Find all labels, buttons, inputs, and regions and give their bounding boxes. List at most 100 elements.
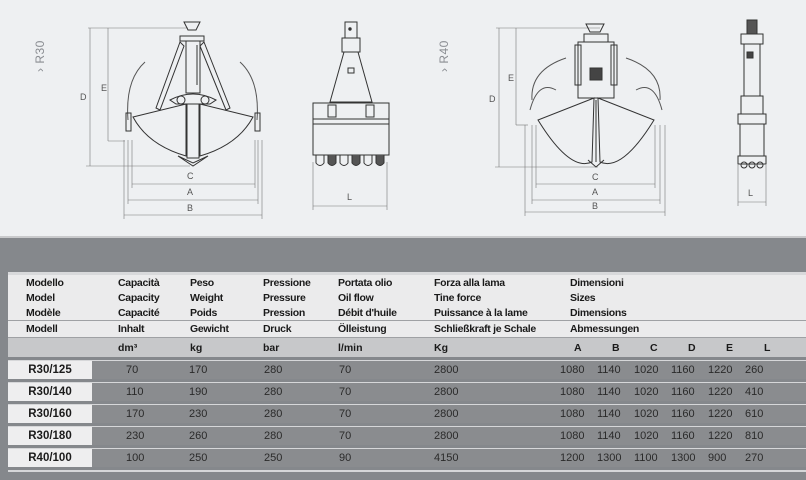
header-capacity: Capacité (118, 306, 160, 319)
dim-label-a-r40: A (592, 187, 599, 197)
dim-d-cell: 1160 (671, 408, 695, 420)
table-bottom-rule (8, 470, 806, 472)
technical-drawings: › R30 › R40 (0, 0, 806, 234)
pressure-cell: 280 (264, 408, 283, 420)
weight-cell: 250 (189, 452, 208, 464)
dim-e-cell: 1220 (708, 430, 733, 442)
specs-table: Modello Capacità Peso Pressione Portata … (8, 272, 806, 472)
header-pressure: Pression (263, 306, 305, 319)
dim-label-b-r40: B (592, 201, 599, 211)
dim-l-cell: 610 (745, 408, 764, 420)
weight-cell: 260 (189, 430, 208, 442)
dim-l-cell: 270 (745, 452, 764, 464)
header-dimensions: Abmessungen (570, 323, 640, 335)
header-model: Modello (26, 276, 64, 289)
weight-cell: 170 (189, 364, 208, 376)
header-row-english: Model Capacity Weight Pressure Oil flow … (8, 290, 806, 305)
dim-d-cell: 1160 (671, 364, 695, 376)
model-cell: R30/125 (8, 361, 92, 379)
tine-force-cell: 4150 (434, 452, 459, 464)
weight-cell: 190 (189, 386, 208, 398)
capacity-cell: 70 (126, 364, 139, 376)
oil-flow-cell: 70 (339, 430, 352, 442)
dim-col-c: C (650, 341, 658, 354)
oil-flow-cell: 90 (339, 452, 352, 464)
dim-label-e-r40: E (508, 73, 515, 83)
header-model: Modell (26, 323, 58, 335)
dim-b-cell: 1300 (597, 452, 622, 464)
dim-e-cell: 1220 (708, 408, 733, 420)
pressure-cell: 280 (264, 364, 283, 376)
capacity-cell: 170 (126, 408, 145, 420)
unit-tine-force: Kg (434, 341, 448, 354)
header-weight: Peso (190, 276, 214, 289)
table-header: Modello Capacità Peso Pressione Portata … (8, 272, 806, 337)
header-tine-force: Forza alla lama (434, 276, 505, 289)
dim-label-b: B (187, 203, 194, 213)
dim-col-a: A (574, 341, 582, 354)
header-oil-flow: Oil flow (338, 291, 374, 304)
header-weight: Weight (190, 291, 224, 304)
dim-a-cell: 1200 (560, 452, 585, 464)
dim-col-e: E (726, 341, 734, 354)
dim-c-cell: 1020 (634, 408, 659, 420)
dim-b-cell: 1140 (597, 408, 621, 420)
capacity-cell: 230 (126, 430, 145, 442)
header-tine-force: Schließkraft je Schale (434, 323, 536, 335)
header-model: Modèle (26, 306, 61, 319)
model-cell: R40/100 (8, 449, 92, 467)
header-oil-flow: Débit d'huile (338, 306, 397, 319)
model-cell: R30/180 (8, 427, 92, 445)
header-dimensions: Sizes (570, 291, 596, 304)
dimension-column-headers: A B C D E L (562, 342, 806, 354)
oil-flow-cell: 70 (339, 364, 352, 376)
dim-l-cell: 410 (745, 386, 764, 398)
capacity-cell: 100 (126, 452, 145, 464)
model-cell: R30/140 (8, 383, 92, 401)
pressure-cell: 280 (264, 430, 283, 442)
dim-label-a: A (187, 187, 194, 197)
dim-c-cell: 1020 (634, 386, 659, 398)
header-row-italian: Modello Capacità Peso Pressione Portata … (8, 275, 806, 290)
weight-cell: 230 (189, 408, 208, 420)
dim-a-cell: 1080 (560, 408, 585, 420)
dim-d-cell: 1300 (671, 452, 696, 464)
dim-l-cell: 260 (745, 364, 764, 376)
unit-oil-flow: l/min (338, 341, 363, 354)
dim-e-cell: 900 (708, 452, 727, 464)
dim-col-d: D (688, 341, 696, 354)
dim-b-cell: 1140 (597, 430, 621, 442)
header-row-german: Modell Inhalt Gewicht Druck Ölleistung S… (8, 320, 806, 337)
oil-flow-cell: 70 (339, 408, 352, 420)
header-row-french: Modèle Capacité Poids Pression Débit d'h… (8, 305, 806, 320)
r30-side-drawing (312, 21, 390, 210)
dim-e-cell: 1220 (708, 364, 733, 376)
unit-weight: kg (190, 341, 203, 354)
header-pressure: Pressure (263, 291, 306, 304)
table-row: R40/100 100 250 250 90 4150 1200 1300 11… (8, 448, 806, 467)
dim-l-cell: 810 (745, 430, 764, 442)
unit-pressure: bar (263, 341, 280, 354)
dim-b-cell: 1140 (597, 364, 621, 376)
header-pressure: Druck (263, 323, 292, 335)
table-row: R30/140 110 190 280 70 2800 1080 1140 10… (8, 382, 806, 401)
units-row: dm³ kg bar l/min Kg A B C D E L (8, 337, 806, 357)
pressure-cell: 250 (264, 452, 283, 464)
dim-label-l-r40: L (748, 188, 754, 198)
header-capacity: Capacity (118, 291, 160, 304)
header-pressure: Pressione (263, 276, 311, 289)
table-row: R30/180 230 260 280 70 2800 1080 1140 10… (8, 426, 806, 445)
dim-label-l-r30: L (347, 192, 353, 202)
dim-e-cell: 1220 (708, 386, 733, 398)
dim-label-c-r40: C (592, 172, 599, 182)
unit-capacity: dm³ (118, 341, 138, 354)
r40-front-drawing (495, 23, 666, 216)
tine-force-cell: 2800 (434, 408, 459, 420)
header-tine-force: Tine force (434, 291, 481, 304)
dim-label-d-r40: D (489, 94, 496, 104)
dim-a-cell: 1080 (560, 364, 585, 376)
header-model: Model (26, 291, 55, 304)
r40-side-drawing (737, 19, 767, 206)
tine-force-cell: 2800 (434, 430, 459, 442)
table-row: R30/125 70 170 280 70 2800 1080 1140 102… (8, 360, 806, 379)
